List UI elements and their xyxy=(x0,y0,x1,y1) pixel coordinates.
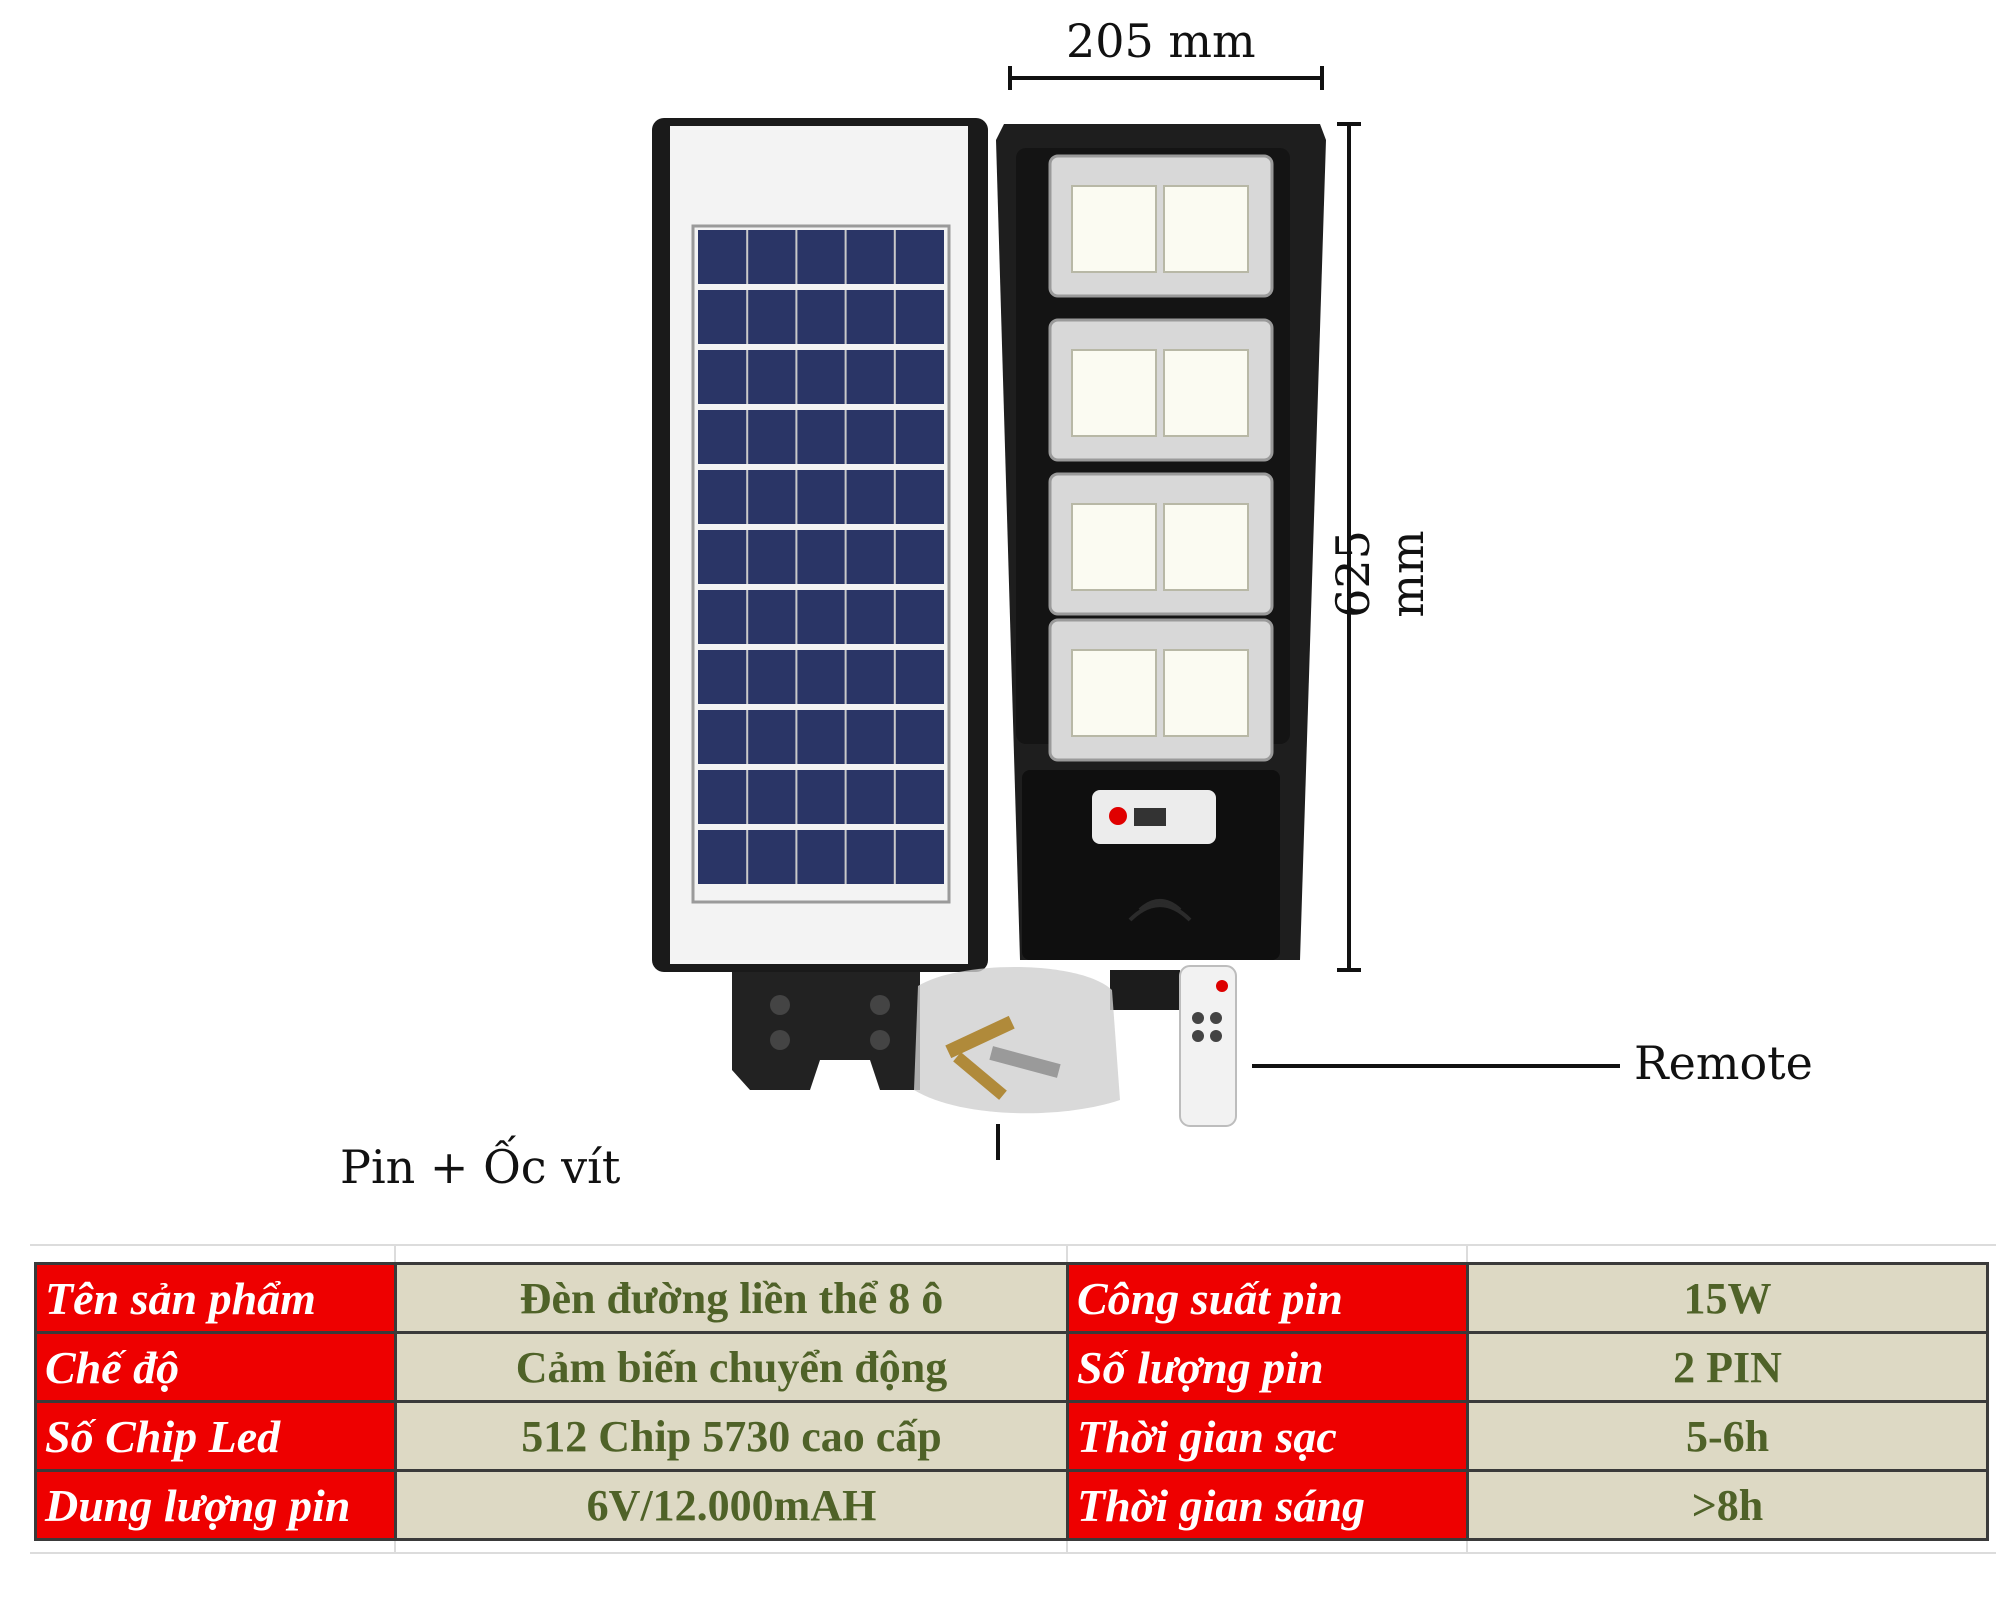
spec-label-led-chips: Số Chip Led xyxy=(34,1400,397,1472)
product-photo xyxy=(652,66,1620,1160)
led-chip-array xyxy=(1163,503,1249,591)
spec-label-light-time: Thời gian sáng xyxy=(1066,1469,1469,1541)
spec-value-light-time: >8h xyxy=(1466,1469,1989,1541)
mounting-base xyxy=(732,970,1180,1090)
spec-value-charge-time: 5-6h xyxy=(1466,1400,1989,1472)
remote-callout-label: Remote xyxy=(1634,1036,1813,1090)
spec-value-battery-count: 2 PIN xyxy=(1466,1331,1989,1403)
spec-label-battery-count: Số lượng pin xyxy=(1066,1331,1469,1403)
accessories-callout-label: Pin + Ốc vít xyxy=(340,1140,621,1194)
spec-label-mode: Chế độ xyxy=(34,1331,397,1403)
sheet-gridline xyxy=(30,1552,1996,1554)
height-dimension-line xyxy=(1337,122,1361,972)
screws-bag xyxy=(914,966,1120,1114)
table-row: Dung lượng pin 6V/12.000mAH Thời gian sá… xyxy=(34,1469,1989,1541)
solar-panel xyxy=(652,118,988,972)
sheet-gridline xyxy=(30,1244,1996,1246)
height-dimension-label: 625 mm xyxy=(1326,530,1434,618)
led-chip-array xyxy=(1163,349,1249,437)
solar-cell-row xyxy=(698,830,944,884)
led-chip-array xyxy=(1163,185,1249,273)
solar-cell-row xyxy=(698,710,944,764)
spec-label-charge-time: Thời gian sạc xyxy=(1066,1400,1469,1472)
solar-cell-row xyxy=(698,230,944,284)
solar-cell-row xyxy=(698,590,944,644)
spec-value-battery-capacity: 6V/12.000mAH xyxy=(394,1469,1069,1541)
led-chip-array xyxy=(1071,349,1157,437)
solar-cell-row xyxy=(698,770,944,824)
spec-value-panel-power: 15W xyxy=(1466,1262,1989,1334)
led-chip-array xyxy=(1071,503,1157,591)
spec-value-led-chips: 512 Chip 5730 cao cấp xyxy=(394,1400,1069,1472)
spec-label-product-name: Tên sản phẩm xyxy=(34,1262,397,1334)
solar-cell-row xyxy=(698,530,944,584)
remote-control xyxy=(1179,965,1237,1127)
spec-label-panel-power: Công suất pin xyxy=(1066,1262,1469,1334)
spec-table: Tên sản phẩm Đèn đường liền thể 8 ô Công… xyxy=(34,1262,1989,1541)
spec-value-product-name: Đèn đường liền thể 8 ô xyxy=(394,1262,1069,1334)
solar-cell-row xyxy=(698,350,944,404)
lamp-body xyxy=(996,124,1326,960)
solar-cell-row xyxy=(698,290,944,344)
accessories-leader-line xyxy=(996,1124,1000,1160)
solar-cell-row xyxy=(698,470,944,524)
solar-cell-row xyxy=(698,410,944,464)
table-row: Chế độ Cảm biến chuyển động Số lượng pin… xyxy=(34,1331,1989,1403)
spec-value-mode: Cảm biến chuyển động xyxy=(394,1331,1069,1403)
spec-label-battery-capacity: Dung lượng pin xyxy=(34,1469,397,1541)
led-chip-array xyxy=(1071,649,1157,737)
width-dimension-line xyxy=(1008,66,1324,90)
table-row: Số Chip Led 512 Chip 5730 cao cấp Thời g… xyxy=(34,1400,1989,1472)
table-row: Tên sản phẩm Đèn đường liền thể 8 ô Công… xyxy=(34,1262,1989,1334)
led-chip-array xyxy=(1071,185,1157,273)
width-dimension-label: 205 mm xyxy=(1066,14,1256,68)
led-chip-array xyxy=(1163,649,1249,737)
solar-cell-row xyxy=(698,650,944,704)
